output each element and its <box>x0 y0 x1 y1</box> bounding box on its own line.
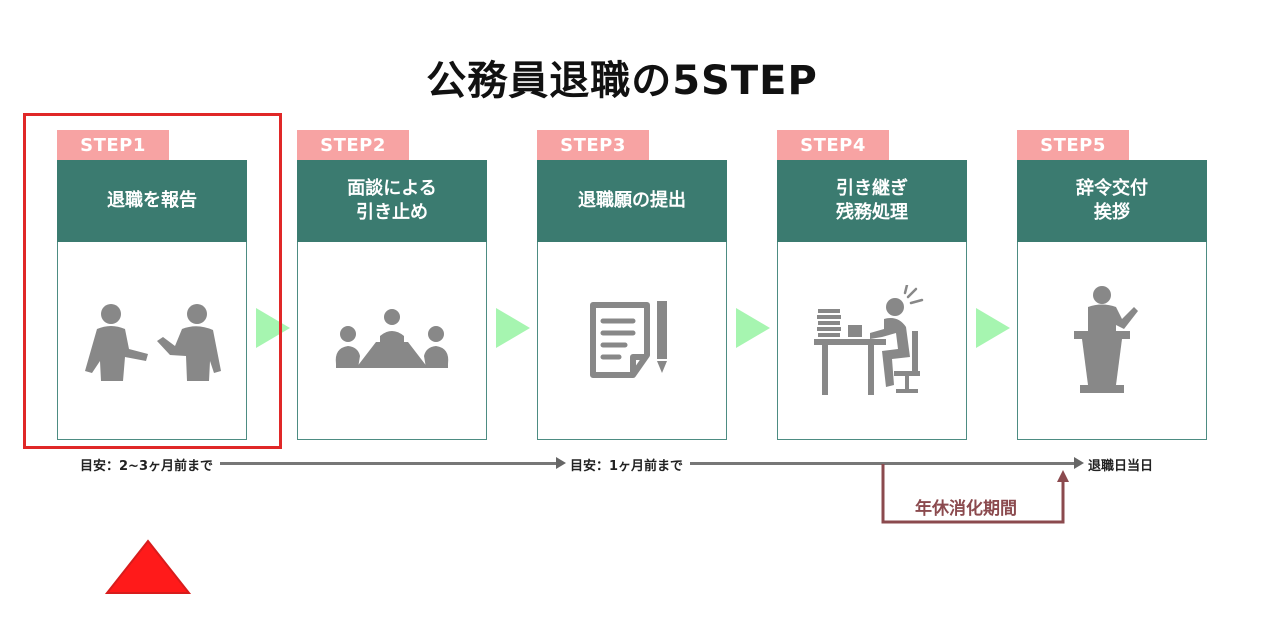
step-illustration <box>777 242 967 440</box>
timeline-line <box>690 462 1076 465</box>
step-badge: STEP1 <box>57 130 169 160</box>
two-people-talking-icon <box>85 303 221 381</box>
step-illustration <box>297 242 487 440</box>
leave-period-label: 年休消化期間 <box>915 499 1017 519</box>
next-step-arrow <box>976 308 1010 348</box>
timeline-arrowhead <box>556 457 566 469</box>
next-step-arrow <box>736 308 770 348</box>
step-heading: 辞令交付 挨拶 <box>1017 160 1207 242</box>
next-step-arrow <box>256 308 290 348</box>
step-heading: 退職を報告 <box>57 160 247 242</box>
step-2-card[interactable]: STEP2 面談による 引き止め <box>297 130 487 440</box>
step-5-card[interactable]: STEP5 辞令交付 挨拶 <box>1017 130 1207 440</box>
desk-worker-icon <box>814 284 924 395</box>
step-badge: STEP2 <box>297 130 409 160</box>
step-heading: 引き継ぎ 残務処理 <box>777 160 967 242</box>
step-illustration <box>57 242 247 440</box>
timeline-arrowhead <box>1074 457 1084 469</box>
timeline-mid-label: 目安：1ヶ月前まで <box>570 459 684 474</box>
timeline-line <box>220 462 558 465</box>
step-illustration <box>1017 242 1207 440</box>
step-1-card[interactable]: STEP1 退職を報告 <box>57 130 247 440</box>
meeting-table-icon <box>335 309 449 368</box>
leave-period-bracket <box>881 464 1069 524</box>
timeline-start-label: 目安：2~3ヶ月前まで <box>80 459 213 474</box>
step-badge: STEP5 <box>1017 130 1129 160</box>
step-3-card[interactable]: STEP3 退職願の提出 <box>537 130 727 440</box>
document-pen-icon <box>590 300 667 378</box>
step-heading: 面談による 引き止め <box>297 160 487 242</box>
step-badge: STEP3 <box>537 130 649 160</box>
speaker-podium-icon <box>1074 285 1138 393</box>
next-step-arrow <box>496 308 530 348</box>
timeline-end-label: 退職日当日 <box>1088 459 1154 474</box>
red-triangle-icon <box>104 539 192 594</box>
step-badge: STEP4 <box>777 130 889 160</box>
page-title: 公務員退職の5STEP <box>426 58 818 104</box>
step-illustration <box>537 242 727 440</box>
step-4-card[interactable]: STEP4 引き継ぎ 残務処理 <box>777 130 967 440</box>
step-1-highlight-frame <box>23 113 282 449</box>
step-heading: 退職願の提出 <box>537 160 727 242</box>
